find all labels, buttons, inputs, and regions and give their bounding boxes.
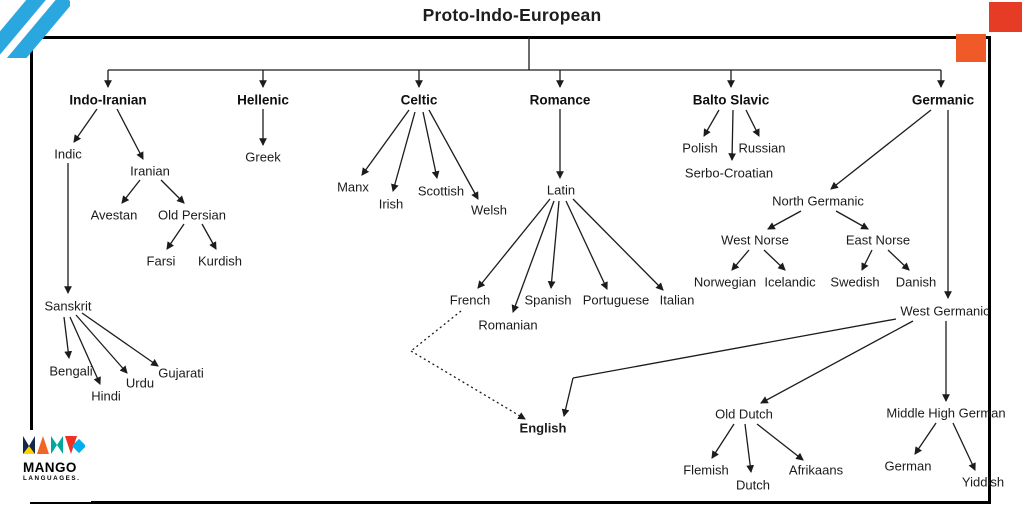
node-afrikaans: Afrikaans <box>788 462 844 478</box>
node-romance: Romance <box>529 92 591 108</box>
node-flemish: Flemish <box>683 462 729 478</box>
node-old-persian: Old Persian <box>158 207 226 223</box>
node-iranian: Iranian <box>130 163 170 179</box>
node-germanic: Germanic <box>911 92 975 108</box>
orange-square-icon <box>956 34 986 62</box>
node-portuguese: Portuguese <box>582 292 650 308</box>
node-indic: Indic <box>54 146 82 162</box>
node-latin: Latin <box>546 182 576 198</box>
node-avestan: Avestan <box>90 207 138 223</box>
node-romanian: Romanian <box>478 317 538 333</box>
brand-name: MANGO <box>23 460 77 475</box>
node-greek: Greek <box>245 149 281 165</box>
node-bengali: Bengali <box>49 363 93 379</box>
node-yiddish: Yiddish <box>961 474 1005 490</box>
node-old-dutch: Old Dutch <box>715 406 773 422</box>
node-dutch: Dutch <box>736 477 770 493</box>
node-irish: Irish <box>378 196 404 212</box>
node-indo-iranian: Indo-Iranian <box>69 92 147 108</box>
node-welsh: Welsh <box>471 202 507 218</box>
node-north-germanic: North Germanic <box>772 193 864 209</box>
mango-logo-icon <box>23 436 87 454</box>
node-middle-high-german: Middle High German <box>886 405 1006 421</box>
node-russian: Russian <box>738 140 786 156</box>
node-polish: Polish <box>682 140 718 156</box>
node-farsi: Farsi <box>146 253 176 269</box>
mango-logo: MANGO LANGUAGES. <box>17 430 91 502</box>
node-german: German <box>884 458 932 474</box>
page-title: Proto-Indo-European <box>422 5 602 25</box>
node-sanskrit: Sanskrit <box>44 298 92 314</box>
node-norwegian: Norwegian <box>693 274 757 290</box>
node-danish: Danish <box>895 274 937 290</box>
node-hindi: Hindi <box>91 388 121 404</box>
node-celtic: Celtic <box>400 92 438 108</box>
brand-tagline: LANGUAGES. <box>23 475 81 483</box>
node-kurdish: Kurdish <box>197 253 243 269</box>
node-scottish: Scottish <box>417 183 465 199</box>
node-serbo-croatian: Serbo-Croatian <box>684 165 774 181</box>
node-west-norse: West Norse <box>721 232 789 248</box>
node-urdu: Urdu <box>125 375 155 391</box>
red-square-icon <box>989 2 1022 32</box>
node-east-norse: East Norse <box>845 232 911 248</box>
node-italian: Italian <box>659 292 695 308</box>
node-manx: Manx <box>337 179 369 195</box>
node-balto-slavic: Balto Slavic <box>692 92 770 108</box>
node-english: English <box>519 420 567 436</box>
node-spanish: Spanish <box>524 292 572 308</box>
node-west-germanic: West Germanic <box>900 303 990 319</box>
node-hellenic: Hellenic <box>237 92 289 108</box>
node-gujarati: Gujarati <box>158 365 204 381</box>
blue-stripes-icon <box>0 0 70 58</box>
diagram-border <box>30 36 991 504</box>
node-swedish: Swedish <box>830 274 880 290</box>
node-french: French <box>449 292 491 308</box>
node-icelandic: Icelandic <box>764 274 816 290</box>
